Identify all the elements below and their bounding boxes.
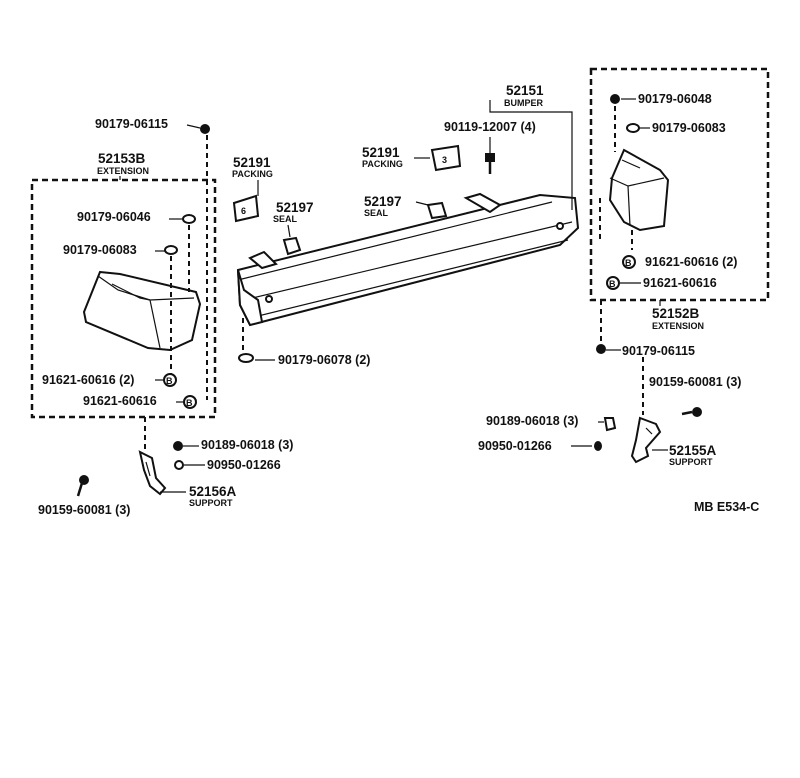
packing-left-number: 52191 bbox=[233, 155, 271, 170]
left-support-part bbox=[138, 450, 167, 496]
right-extension-group-box bbox=[589, 67, 770, 302]
svg-text:3: 3 bbox=[442, 155, 447, 165]
svg-text:B: B bbox=[609, 279, 616, 289]
seal-right-number: 52197 bbox=[364, 194, 402, 209]
seal-right-part bbox=[426, 201, 448, 220]
diagram-code: MB E534-C bbox=[694, 500, 759, 514]
left-extension-number: 52153B bbox=[98, 151, 146, 166]
left-support-number: 52156A bbox=[189, 484, 237, 499]
nut-icon bbox=[596, 344, 606, 354]
left-extension-part bbox=[82, 270, 202, 352]
bolt-icon bbox=[681, 407, 702, 417]
callout-91621-60616-2-right: 91621-60616 (2) bbox=[645, 255, 737, 269]
callout-90179-06083-left: 90179-06083 bbox=[63, 243, 137, 257]
callout-90179-06115-right: 90179-06115 bbox=[622, 344, 695, 358]
left-extension-name: EXTENSION bbox=[97, 166, 149, 176]
right-support-name: SUPPORT bbox=[669, 457, 713, 467]
washer-icon bbox=[594, 441, 602, 451]
callout-90159-60081-3-left: 90159-60081 (3) bbox=[38, 503, 130, 517]
callout-90179-06078-2: 90179-06078 (2) bbox=[278, 353, 370, 367]
clip-icon bbox=[238, 353, 254, 363]
packing-right-number: 52191 bbox=[362, 145, 400, 160]
callout-90189-06018-3-right: 90189-06018 (3) bbox=[486, 414, 578, 428]
washer-icon bbox=[174, 460, 184, 470]
svg-text:B: B bbox=[625, 258, 632, 268]
nut-icon bbox=[603, 417, 617, 432]
right-extension-part bbox=[608, 148, 670, 232]
clip-icon bbox=[182, 214, 196, 224]
bumper-part bbox=[236, 192, 580, 327]
callout-90950-01266-right: 90950-01266 bbox=[478, 439, 552, 453]
callout-90179-06048-right: 90179-06048 bbox=[638, 92, 712, 106]
seal-left-part bbox=[282, 236, 302, 256]
callout-90159-60081-3-right: 90159-60081 (3) bbox=[649, 375, 741, 389]
screw-head-icon: B bbox=[183, 395, 197, 409]
packing-left-name: PACKING bbox=[232, 169, 273, 179]
callout-91621-60616-2-left: 91621-60616 (2) bbox=[42, 373, 134, 387]
svg-text:6: 6 bbox=[241, 206, 246, 216]
seal-left-number: 52197 bbox=[276, 200, 314, 215]
callout-90179-06115-left: 90179-06115 bbox=[95, 117, 168, 131]
callout-91621-60616-right: 91621-60616 bbox=[643, 276, 717, 290]
left-extension-group-box bbox=[30, 178, 217, 419]
bolt-icon bbox=[485, 153, 495, 174]
screw-head-icon: B bbox=[622, 255, 636, 269]
packing-right-name: PACKING bbox=[362, 159, 403, 169]
bumper-number: 52151 bbox=[506, 83, 544, 98]
packing-right-part: 3 bbox=[430, 144, 462, 172]
callout-90189-06018-3-left: 90189-06018 (3) bbox=[201, 438, 293, 452]
nut-icon bbox=[610, 94, 620, 104]
seal-right-name: SEAL bbox=[364, 208, 389, 218]
bumper-name: BUMPER bbox=[504, 98, 544, 108]
nut-icon bbox=[173, 441, 183, 451]
callout-90119-12007-4: 90119-12007 (4) bbox=[444, 120, 536, 134]
screw-head-icon: B bbox=[606, 276, 620, 290]
callout-90179-06046-left: 90179-06046 bbox=[77, 210, 151, 224]
left-support-name: SUPPORT bbox=[189, 498, 233, 508]
bolt-icon bbox=[76, 475, 89, 497]
clip-icon bbox=[626, 123, 640, 133]
nut-icon bbox=[200, 124, 210, 134]
right-support-part bbox=[630, 416, 662, 464]
screw-head-icon: B bbox=[163, 373, 177, 387]
clip-icon bbox=[164, 245, 178, 255]
right-support-number: 52155A bbox=[669, 443, 717, 458]
right-extension-number: 52152B bbox=[652, 306, 700, 321]
callout-90950-01266-left: 90950-01266 bbox=[207, 458, 281, 472]
packing-left-part: 6 bbox=[232, 194, 260, 223]
callout-90179-06083-right: 90179-06083 bbox=[652, 121, 726, 135]
callout-91621-60616-left: 91621-60616 bbox=[83, 394, 157, 408]
svg-text:B: B bbox=[186, 398, 193, 408]
seal-left-name: SEAL bbox=[273, 214, 298, 224]
right-extension-name: EXTENSION bbox=[652, 321, 704, 331]
svg-text:B: B bbox=[166, 376, 173, 386]
